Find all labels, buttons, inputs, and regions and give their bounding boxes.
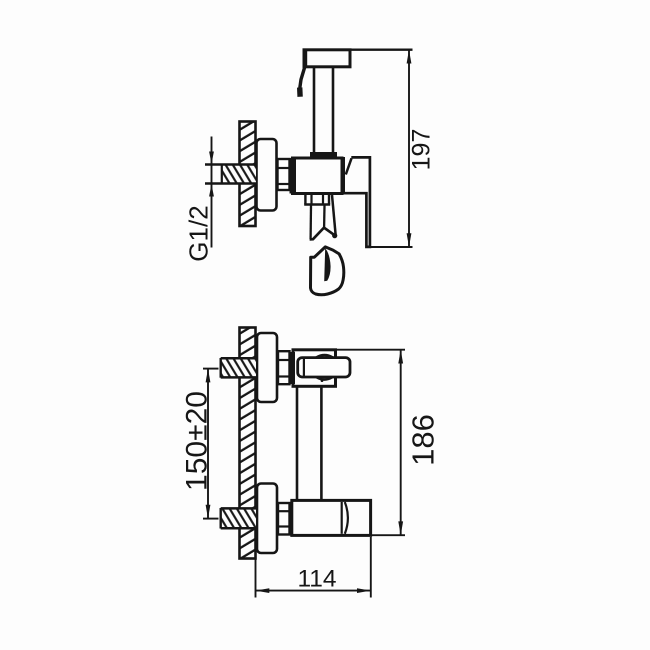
svg-text:150±20: 150±20	[181, 391, 214, 491]
svg-text:G1/2: G1/2	[184, 205, 214, 261]
svg-text:197: 197	[408, 129, 436, 171]
svg-text:114: 114	[297, 566, 336, 593]
svg-text:186: 186	[406, 414, 441, 466]
